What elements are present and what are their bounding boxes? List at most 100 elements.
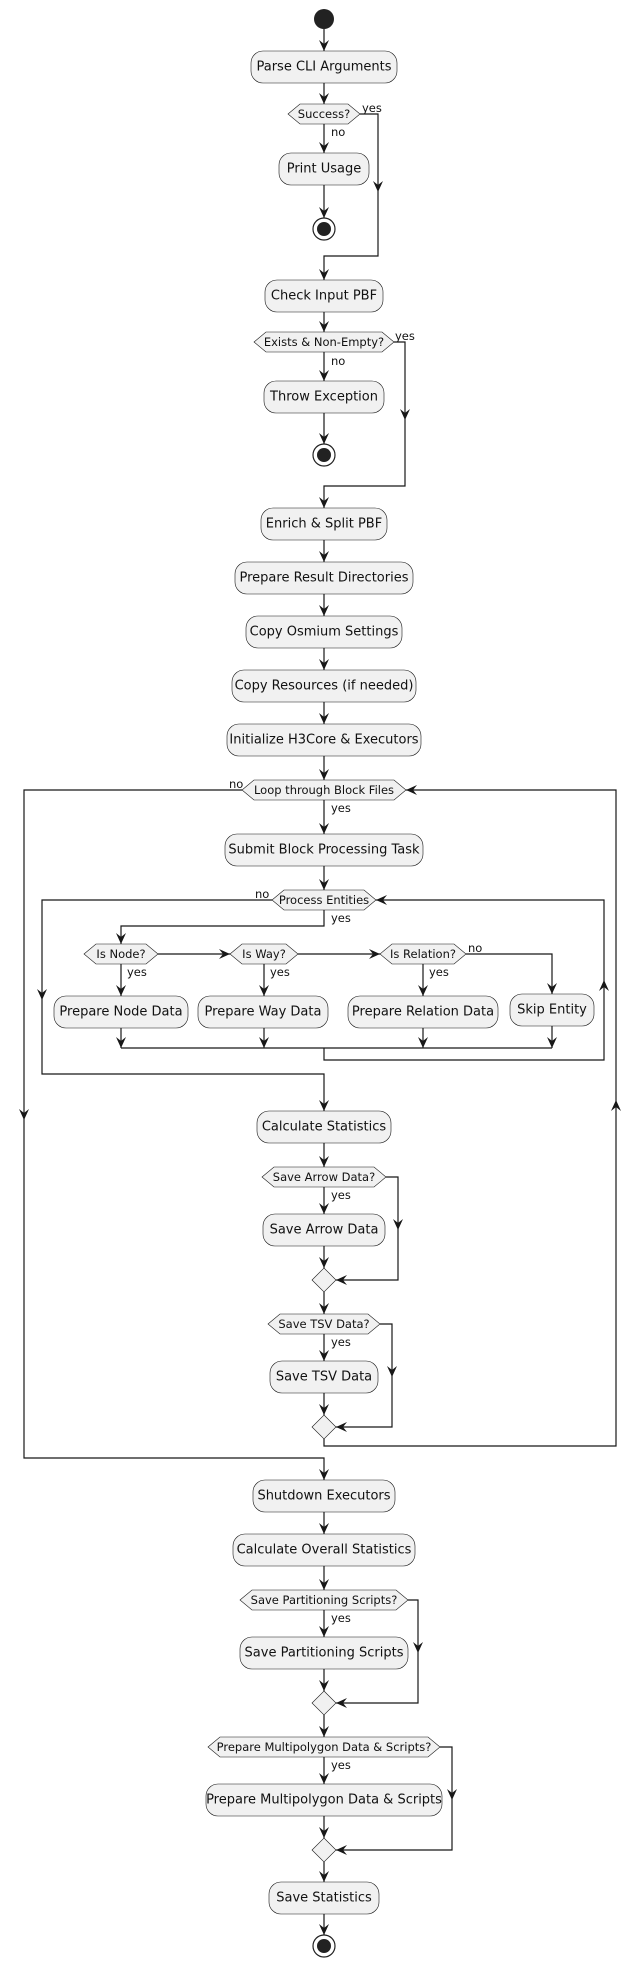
activity-label: Copy Osmium Settings — [250, 625, 399, 640]
label-yes: yes — [270, 965, 290, 979]
label-no: no — [331, 125, 345, 139]
arrowhead — [319, 321, 329, 332]
arrowhead — [418, 1037, 428, 1048]
arrowhead — [319, 1726, 329, 1737]
stop-node — [312, 1934, 336, 1958]
decision-is-way: Is Way? — [229, 943, 299, 965]
activity-prepare-dirs: Prepare Result Directories — [234, 561, 414, 595]
activity-label: Save Statistics — [276, 1891, 372, 1906]
arrowhead — [599, 980, 609, 991]
label-no: no — [331, 354, 345, 368]
arrowhead — [336, 1422, 347, 1432]
decision-label: Save TSV Data? — [278, 1317, 369, 1331]
arrowhead — [259, 1037, 269, 1048]
arrowhead — [319, 1303, 329, 1314]
arrowhead — [319, 93, 329, 104]
activity-calc-overall: Calculate Overall Statistics — [232, 1533, 416, 1567]
merge-diamond — [311, 1414, 337, 1440]
decision-exists: Exists & Non-Empty? — [253, 331, 395, 353]
arrowhead — [447, 1789, 457, 1800]
activity-label: Copy Resources (if needed) — [235, 679, 414, 694]
activity-save-partition: Save Partitioning Scripts — [239, 1636, 409, 1670]
label-yes: yes — [331, 1188, 351, 1202]
arrowhead — [400, 409, 410, 420]
arrowhead — [319, 1156, 329, 1167]
label-yes: yes — [127, 965, 147, 979]
arrowhead — [393, 1219, 403, 1230]
activity-label: Print Usage — [287, 162, 362, 177]
decision-process-entities: Process Entities — [271, 889, 377, 911]
activity-label: Prepare Relation Data — [352, 1005, 494, 1020]
arrowhead — [319, 1257, 329, 1268]
activity-label: Parse CLI Arguments — [256, 60, 391, 75]
arrowhead — [37, 989, 47, 1000]
arrowhead — [319, 1827, 329, 1838]
activity-save-tsv: Save TSV Data — [269, 1360, 379, 1394]
label-yes: yes — [331, 801, 351, 815]
arrowhead — [336, 1275, 347, 1285]
activity-label: Enrich & Split PBF — [266, 517, 382, 532]
arrowhead — [319, 823, 329, 834]
arrowhead — [319, 497, 329, 508]
arrowhead — [336, 1698, 347, 1708]
activity-skip-entity: Skip Entity — [509, 993, 595, 1027]
arrowhead — [319, 1203, 329, 1214]
arrowhead — [319, 1469, 329, 1480]
merge-diamond — [311, 1837, 337, 1863]
activity-copy-osmium: Copy Osmium Settings — [245, 615, 403, 649]
activity-prepare-way: Prepare Way Data — [197, 995, 329, 1029]
arrowhead — [319, 433, 329, 444]
decision-label: Is Relation? — [390, 947, 456, 961]
label-no: no — [229, 777, 243, 791]
arrowhead — [319, 551, 329, 562]
activity-init-h3: Initialize H3Core & Executors — [226, 723, 422, 757]
activity-prepare-node: Prepare Node Data — [53, 995, 189, 1029]
arrowhead — [418, 985, 428, 996]
decision-prepare-multipolygon: Prepare Multipolygon Data & Scripts? — [207, 1736, 441, 1758]
activity-throw-exception: Throw Exception — [263, 380, 385, 414]
stop-node — [312, 443, 336, 467]
arrowhead — [319, 370, 329, 381]
arrowhead — [369, 949, 380, 959]
arrowhead — [336, 1845, 347, 1855]
arrowhead — [319, 40, 329, 51]
activity-label: Save TSV Data — [276, 1370, 372, 1385]
decision-save-tsv: Save TSV Data? — [267, 1313, 381, 1335]
activity-label: Throw Exception — [269, 390, 378, 405]
activity-label: Shutdown Executors — [257, 1489, 390, 1504]
decision-is-relation: Is Relation? — [379, 943, 467, 965]
arrowhead — [319, 1871, 329, 1882]
label-yes: yes — [331, 1758, 351, 1772]
arrowhead — [319, 1100, 329, 1111]
arrowhead — [319, 1773, 329, 1784]
decision-loop-blocks: Loop through Block Files — [241, 779, 407, 801]
merge-diamond — [311, 1690, 337, 1716]
arrowhead — [319, 1350, 329, 1361]
arrowhead — [319, 1924, 329, 1935]
arrowhead — [319, 1579, 329, 1590]
arrowhead — [373, 181, 383, 192]
activity-save-statistics: Save Statistics — [268, 1881, 380, 1915]
label-yes: yes — [429, 965, 449, 979]
activity-calc-stats: Calculate Statistics — [256, 1110, 392, 1144]
arrowhead — [547, 1037, 557, 1048]
arrowhead — [376, 895, 387, 905]
stop-node — [312, 217, 336, 241]
decision-label: Prepare Multipolygon Data & Scripts? — [217, 1740, 432, 1754]
arrowhead — [319, 207, 329, 218]
arrowhead — [319, 713, 329, 724]
arrowhead — [319, 1404, 329, 1415]
arrowhead — [319, 269, 329, 280]
start-node — [314, 9, 334, 29]
merge-diamond — [311, 1267, 337, 1293]
arrowheads — [19, 40, 621, 1935]
activity-label: Check Input PBF — [271, 289, 377, 304]
activity-parse-cli: Parse CLI Arguments — [250, 50, 398, 84]
activity-label: Prepare Multipolygon Data & Scripts — [206, 1793, 442, 1808]
arrowhead — [319, 879, 329, 890]
arrowhead — [319, 142, 329, 153]
arrowhead — [611, 1100, 621, 1111]
arrowhead — [406, 785, 417, 795]
activity-label: Skip Entity — [517, 1003, 587, 1018]
